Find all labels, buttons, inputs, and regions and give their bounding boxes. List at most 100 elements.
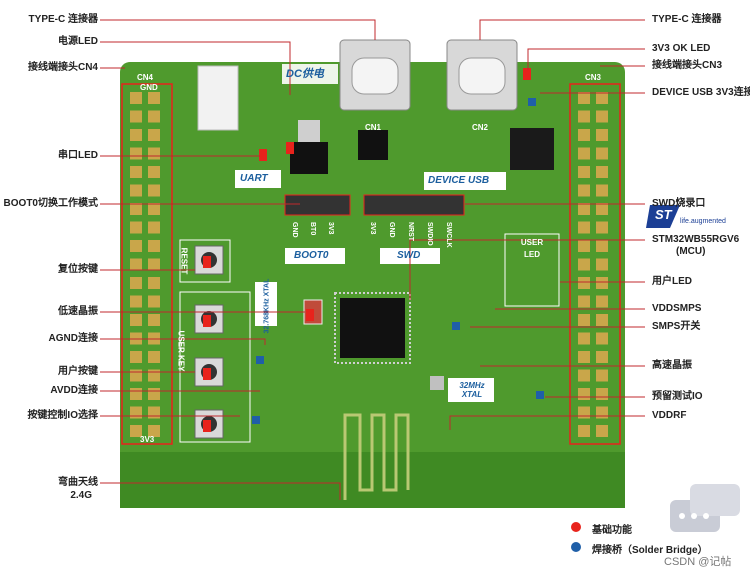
- header-pin: [596, 425, 608, 437]
- header-pin-label: 3V3: [327, 222, 334, 235]
- header-pin: [578, 351, 590, 363]
- header-pin: [130, 295, 142, 308]
- silk-life-augmented: life.augmented: [680, 218, 726, 225]
- header-pin: [596, 184, 608, 197]
- header-pin: [148, 240, 160, 252]
- leader-line: [100, 338, 266, 345]
- label-power-led: 电源LED: [58, 36, 98, 47]
- header-pin-label: NRST: [407, 222, 414, 242]
- header-pin: [148, 166, 160, 178]
- chat-bubble-icon: [670, 484, 740, 532]
- cn4-header: [121, 83, 173, 445]
- header-pin: [596, 203, 608, 215]
- header-pin: [596, 221, 608, 234]
- basic-function-marker: [286, 142, 294, 154]
- solder-bridge-marker: [536, 391, 544, 399]
- header-pin: [130, 92, 142, 104]
- header-pin: [596, 129, 608, 141]
- header-pin: [130, 277, 142, 289]
- leader-line: [527, 48, 645, 70]
- label-avdd: AVDD连接: [50, 385, 98, 396]
- header-pin: [148, 369, 160, 382]
- label-swd: SWD烧录口: [652, 198, 706, 209]
- header-pin: [596, 166, 608, 178]
- silk-st-logo: ST: [655, 207, 672, 222]
- header-pin: [596, 110, 608, 123]
- header-pin: [578, 110, 590, 123]
- basic-function-marker: [203, 420, 211, 432]
- basic-function-marker: [306, 309, 314, 321]
- header-pin: [578, 221, 590, 234]
- label-cn3: 接线端接头CN3: [652, 60, 723, 71]
- swd-header: [363, 194, 465, 216]
- header-pin: [596, 240, 608, 252]
- header-pin: [130, 147, 142, 160]
- uart-connector: [197, 65, 239, 131]
- header-pin: [578, 184, 590, 197]
- header-pin: [578, 203, 590, 215]
- header-pin: [130, 221, 142, 234]
- silk-cn2: CN2: [472, 123, 489, 132]
- header-pin: [148, 147, 160, 160]
- label-mcu: STM32WB55RGV6: [652, 234, 740, 245]
- header-pin: [148, 221, 160, 234]
- header-pin: [578, 369, 590, 382]
- header-pin: [130, 388, 142, 400]
- header-pin: [148, 92, 160, 104]
- antenna-trace: [343, 413, 410, 500]
- label-type-c-right: TYPE-C 连接器: [652, 14, 722, 25]
- legend-basic: 基础功能: [592, 525, 632, 536]
- label-3v3-ok-led: 3V3 OK LED: [652, 43, 711, 54]
- leader-line: [479, 19, 645, 40]
- header-pin: [578, 332, 590, 345]
- solder-bridge-marker: [256, 356, 264, 364]
- silk-swd: SWD: [397, 250, 421, 261]
- header-pin: [130, 314, 142, 326]
- silk-cn4: CN4: [137, 73, 154, 82]
- basic-function-marker: [203, 368, 211, 380]
- header-pin-label: GND: [291, 222, 298, 238]
- legend-blue-dot: [571, 542, 581, 552]
- header-pin: [130, 351, 142, 363]
- silk-user-key: USER KEY: [176, 330, 186, 372]
- header-pin: [596, 406, 608, 419]
- silk-cn3: CN3: [585, 73, 602, 82]
- silk-dc: DC供电: [286, 68, 324, 80]
- header-pin: [130, 406, 142, 419]
- boot0-header: [284, 194, 351, 216]
- basic-function-marker: [203, 256, 211, 268]
- header-pin: [148, 295, 160, 308]
- silk-user-led: USER LED: [520, 238, 544, 259]
- header-pin: [578, 147, 590, 160]
- legend-solder: 焊接桥（Solder Bridge）: [592, 545, 708, 556]
- header-pin: [596, 332, 608, 345]
- basic-function-marker: [203, 315, 211, 327]
- header-pin-label: GND: [388, 222, 395, 238]
- header-pin: [148, 110, 160, 123]
- label-reset-key: 复位按键: [58, 264, 98, 275]
- header-pin: [578, 406, 590, 419]
- header-pin: [596, 258, 608, 271]
- label-vddsmps: VDDSMPS: [652, 303, 702, 314]
- header-pin: [596, 369, 608, 382]
- header-pin: [578, 258, 590, 271]
- solder-bridge-marker: [452, 322, 460, 330]
- header-pin: [596, 147, 608, 160]
- header-pin: [596, 351, 608, 363]
- header-pin: [148, 129, 160, 141]
- header-pin: [578, 425, 590, 437]
- header-pin: [130, 166, 142, 178]
- header-pin: [578, 295, 590, 308]
- label-cn4: 接线端接头CN4: [27, 62, 98, 73]
- cn3-header: [569, 83, 621, 445]
- watermark: CSDN @记帖: [664, 556, 732, 568]
- header-pin: [596, 295, 608, 308]
- basic-function-marker: [259, 149, 267, 161]
- silk-uart: UART: [240, 173, 268, 184]
- silk-32khz: 32.768KHz XTAL: [263, 278, 271, 334]
- label-smps-switch: SMPS开关: [652, 321, 701, 332]
- leader-line: [100, 482, 341, 500]
- silk-reset: RESET: [179, 247, 189, 275]
- label-key-io: 按键控制IO选择: [27, 410, 98, 421]
- label-lse: 低速晶振: [58, 306, 98, 317]
